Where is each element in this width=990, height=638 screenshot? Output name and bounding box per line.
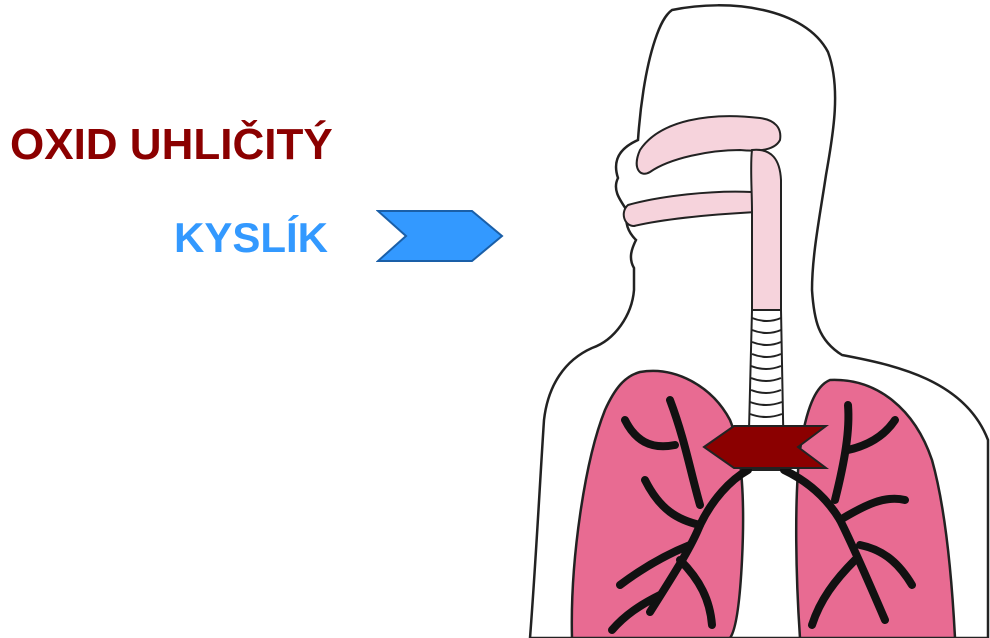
pharynx (751, 150, 781, 310)
